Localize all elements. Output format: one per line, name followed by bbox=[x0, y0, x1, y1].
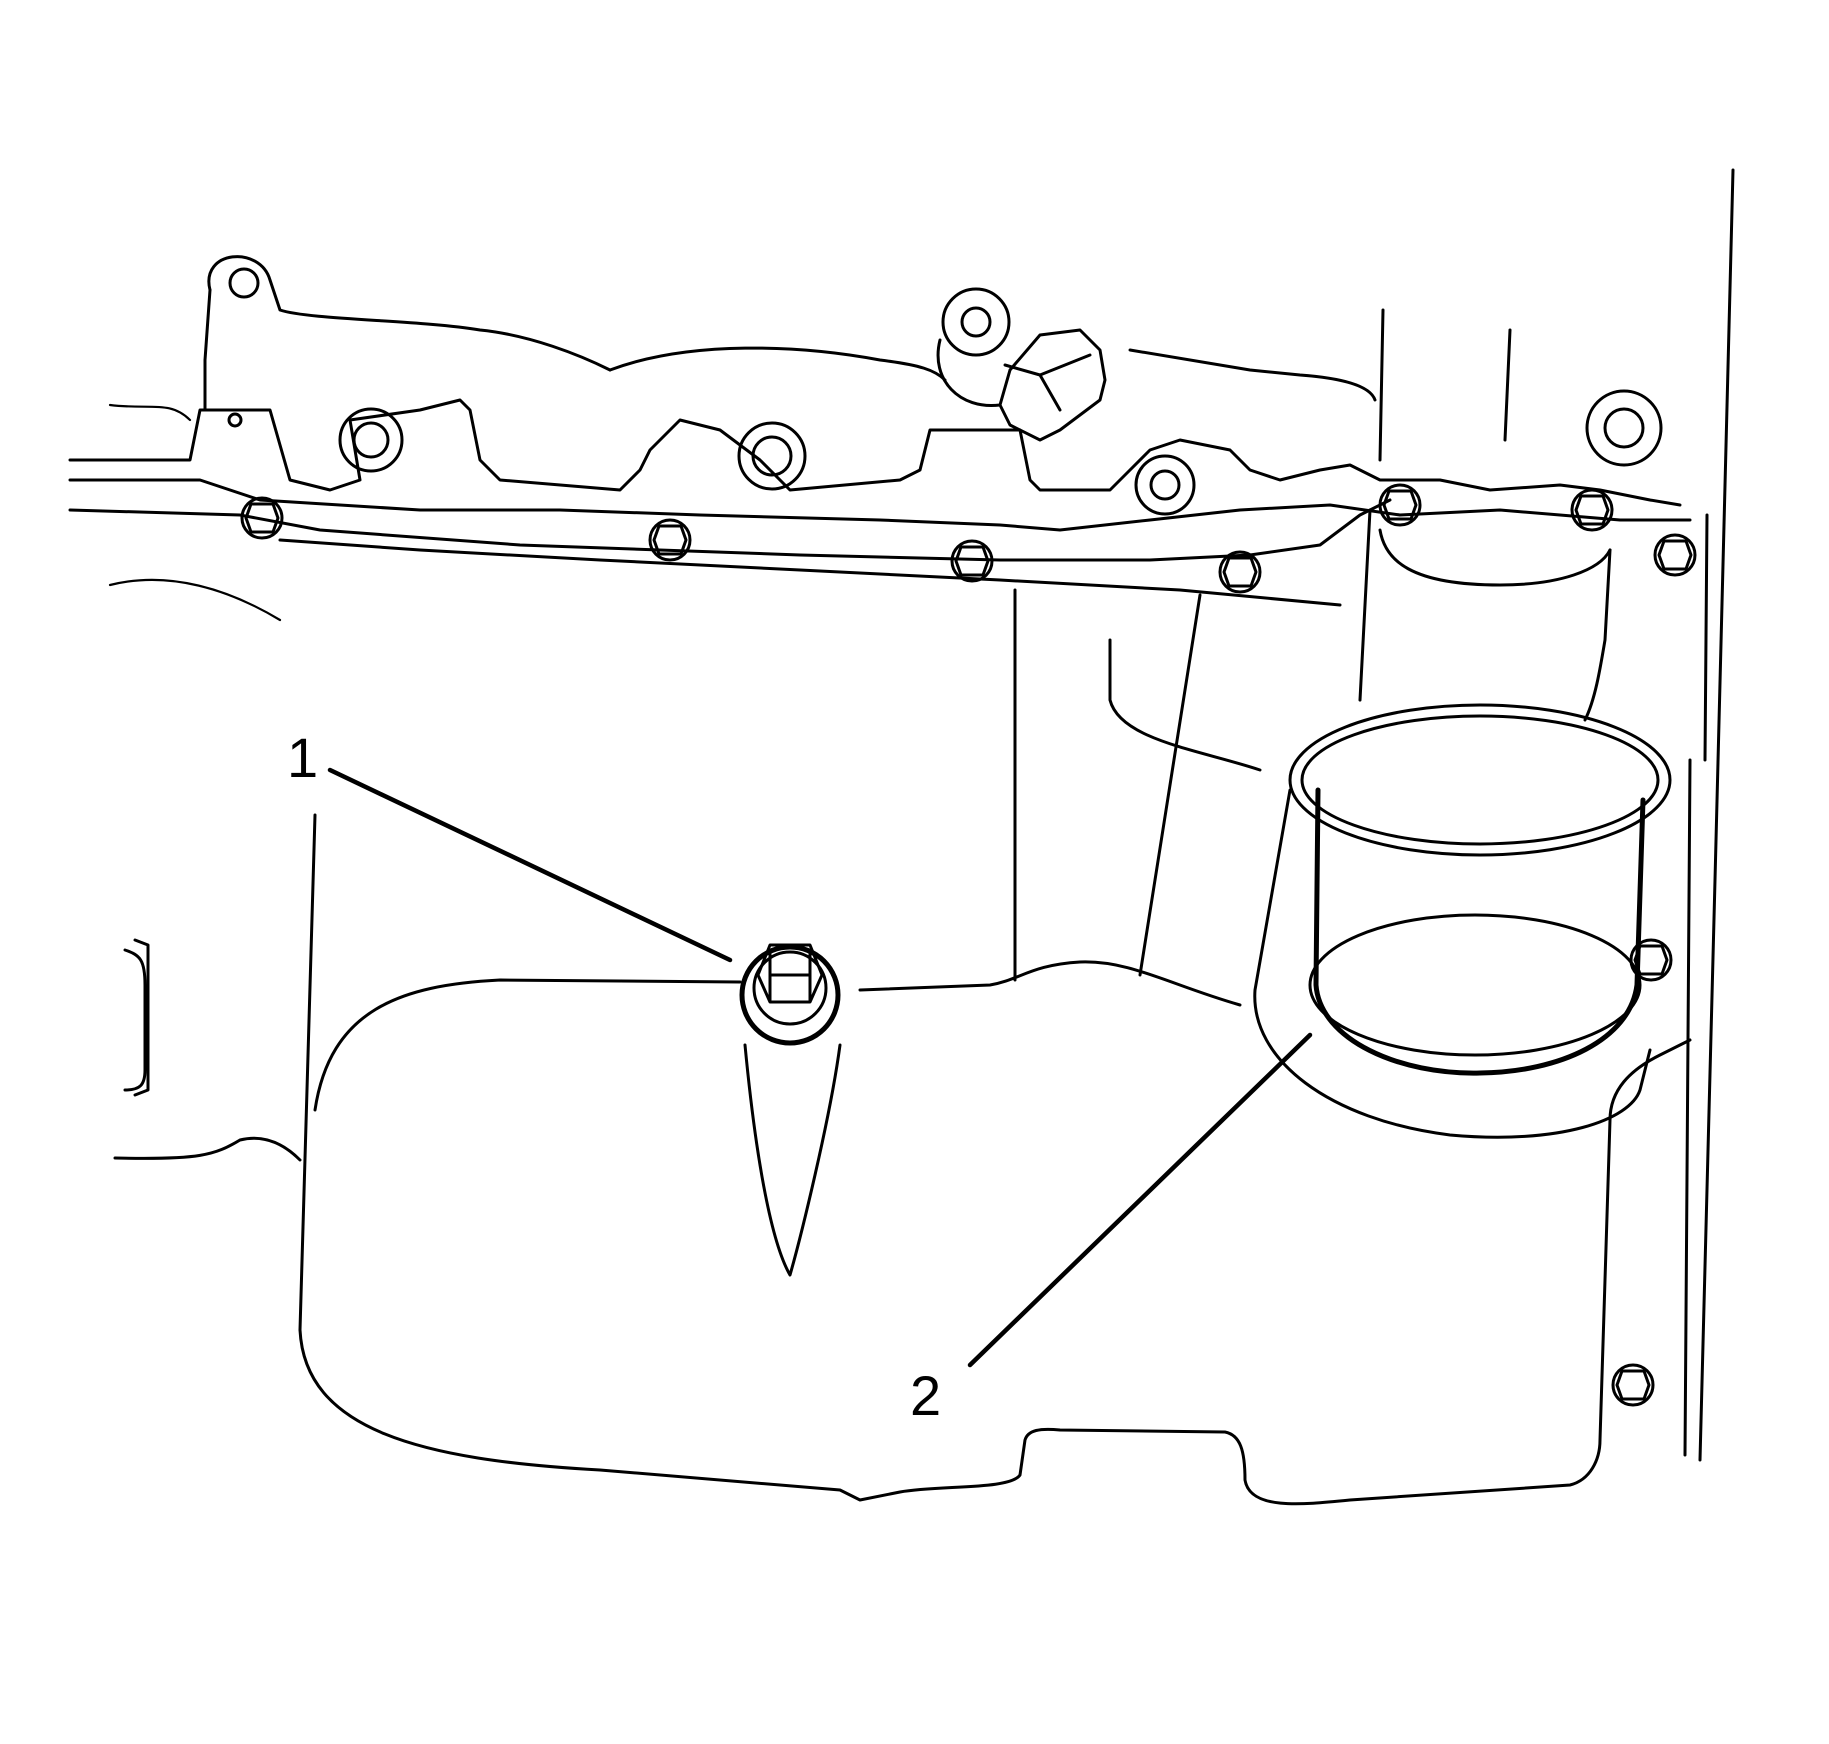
oil-filter bbox=[1253, 703, 1672, 1139]
callout-label-1: 1 bbox=[287, 726, 319, 789]
flange-bolts bbox=[240, 483, 1697, 1407]
block-edge-line bbox=[1698, 168, 1735, 1462]
oil-pan-outline bbox=[298, 813, 1692, 1506]
oil-drain-plug bbox=[739, 943, 842, 1277]
callout-2-leader bbox=[967, 1032, 1313, 1368]
callout-label-2: 2 bbox=[910, 1364, 942, 1427]
block-outline bbox=[68, 398, 1682, 507]
callout-1-leader bbox=[327, 767, 733, 963]
knock-sensor bbox=[936, 287, 1107, 442]
